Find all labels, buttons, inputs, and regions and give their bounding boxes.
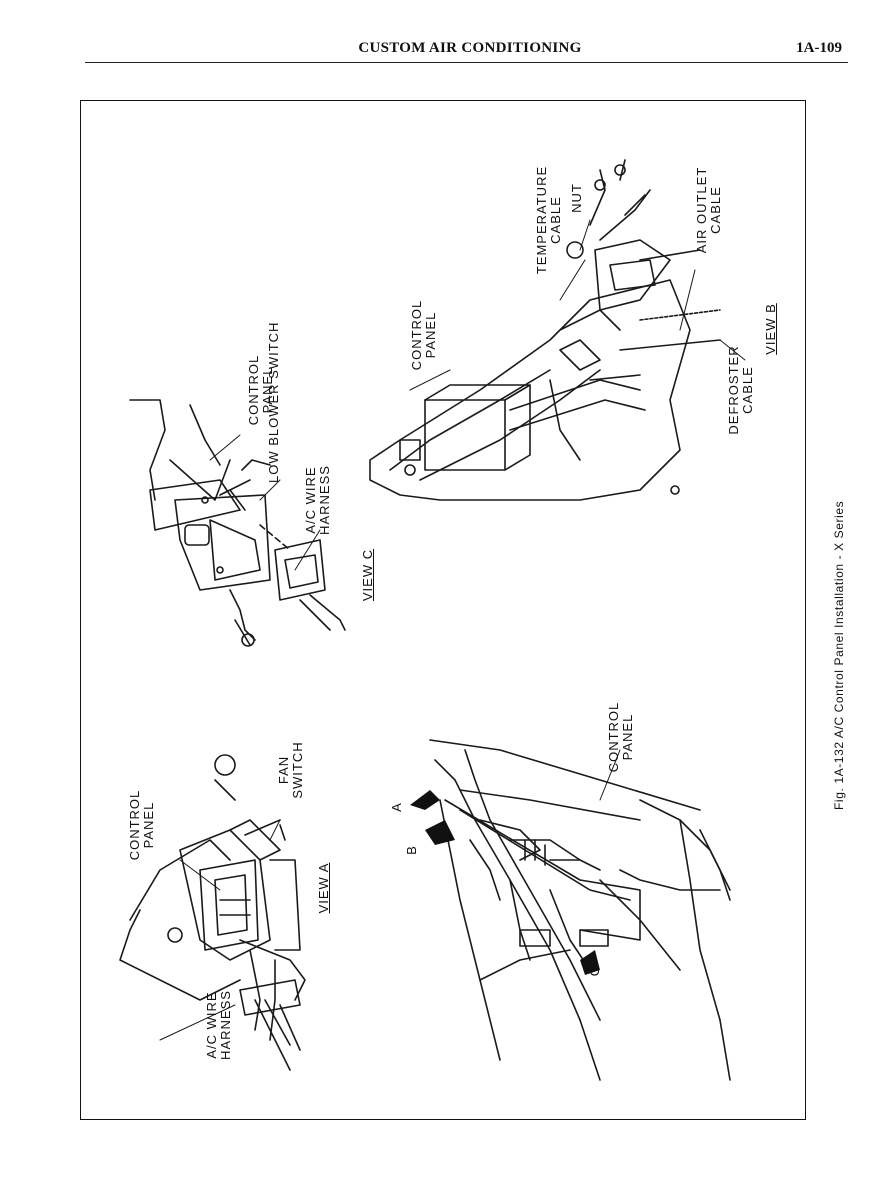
view-b-drawing bbox=[369, 159, 721, 501]
arrow-a-icon bbox=[410, 790, 440, 810]
leader-view-c-harness bbox=[294, 529, 321, 571]
leader-fan-switch bbox=[269, 819, 281, 841]
temperature-cable-label: TEMPERATURE CABLE bbox=[534, 165, 563, 275]
arrow-c-label: C bbox=[587, 965, 602, 977]
figure-frame bbox=[80, 100, 806, 1120]
low-blower-switch-label: LOW BLOWER SWITCH bbox=[266, 321, 281, 483]
leader-overview-control-panel bbox=[599, 749, 621, 801]
arrow-c-icon bbox=[580, 950, 600, 975]
view-b-label: VIEW B bbox=[763, 303, 778, 355]
figure-caption: Fig. 1A-132 A/C Control Panel Installati… bbox=[832, 500, 846, 810]
leader-view-a-harness bbox=[159, 1004, 236, 1041]
leader-nut bbox=[579, 219, 591, 251]
overview-control-panel-label: CONTROL PANEL bbox=[606, 701, 635, 773]
view-a-control-panel-label: CONTROL PANEL bbox=[127, 789, 156, 861]
figure-drawing bbox=[119, 159, 746, 1081]
leader-air-outlet bbox=[679, 269, 696, 331]
view-b-control-panel-label: CONTROL PANEL bbox=[409, 299, 438, 371]
view-a-drawing bbox=[119, 754, 306, 1071]
air-outlet-cable-label: AIR OUTLET CABLE bbox=[694, 166, 723, 254]
fan-switch-label: FAN SWITCH bbox=[276, 741, 305, 799]
view-a-harness-label: A/C WIRE HARNESS bbox=[204, 990, 233, 1060]
view-c-drawing bbox=[129, 399, 346, 647]
page-number: 1A-109 bbox=[796, 40, 842, 56]
arrow-a-label: A bbox=[389, 802, 404, 812]
leader-view-a-control-panel bbox=[179, 859, 221, 891]
leader-defroster bbox=[719, 339, 746, 361]
view-c-label: VIEW C bbox=[360, 548, 375, 602]
arrow-b-label: B bbox=[404, 845, 419, 855]
header-rule bbox=[85, 62, 848, 63]
leader-low-blower bbox=[259, 479, 281, 501]
view-c-harness-label: A/C WIRE HARNESS bbox=[303, 465, 332, 535]
section-title: CUSTOM AIR CONDITIONING bbox=[358, 40, 582, 56]
arrow-b-icon bbox=[425, 820, 455, 845]
overview-drawing bbox=[429, 739, 731, 1081]
defroster-cable-label: DEFROSTER CABLE bbox=[726, 345, 755, 435]
leader-temperature-cable bbox=[559, 259, 586, 301]
leader-view-c-control-panel bbox=[209, 434, 241, 461]
view-a-label: VIEW A bbox=[316, 862, 331, 914]
nut-label: NUT bbox=[569, 183, 584, 213]
leader-view-b-control-panel bbox=[409, 369, 451, 391]
